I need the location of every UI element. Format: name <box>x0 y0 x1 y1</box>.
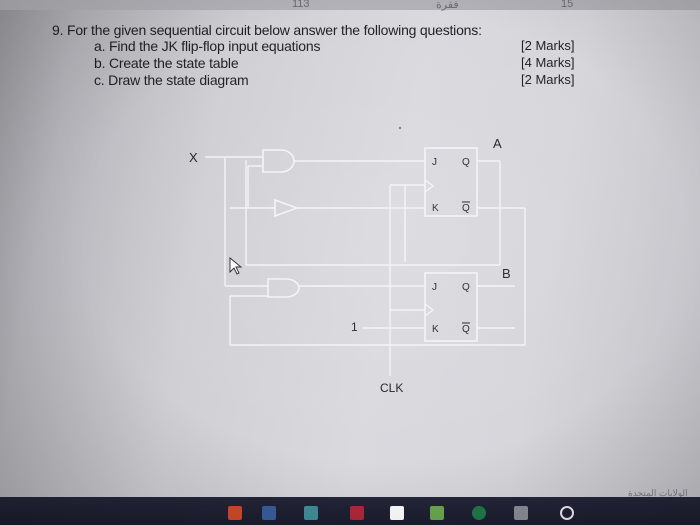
arabic-watermark: الولايات المتحدة <box>628 488 688 498</box>
ff-b-qbar-label: Q <box>462 324 470 335</box>
output-a-label: A <box>493 136 502 151</box>
ff-a-q-label: Q <box>462 157 470 168</box>
taskbar <box>0 497 700 525</box>
taskbar-app-icon-5[interactable] <box>390 506 404 520</box>
circuit-wires <box>205 156 526 376</box>
marks-b: [4 Marks] <box>521 55 575 70</box>
marks-a: [2 Marks] <box>521 38 575 53</box>
clock-label: CLK <box>380 381 403 395</box>
constant-one-label: 1 <box>351 320 358 334</box>
taskbar-app-icon-2[interactable] <box>262 506 276 520</box>
paper-speck <box>398 126 402 130</box>
taskbar-app-icon-6[interactable] <box>430 506 444 520</box>
marks-c: [2 Marks] <box>521 72 575 87</box>
logic-gates <box>262 149 300 298</box>
flip-flop-b: J K Q Q <box>424 272 478 342</box>
taskbar-app-icon-4[interactable] <box>350 506 364 520</box>
top-number-middle: فقرة <box>436 0 459 11</box>
question-title: 9. For the given sequential circuit belo… <box>52 22 482 38</box>
taskbar-app-icon-8[interactable] <box>514 506 528 520</box>
ff-a-j-label: J <box>432 157 437 168</box>
input-x-label: X <box>189 150 198 165</box>
and-gate-b <box>267 278 300 298</box>
taskbar-app-icon-1[interactable] <box>228 506 242 520</box>
top-number-right: 15 <box>561 0 574 10</box>
top-number-left: 113 <box>292 0 310 10</box>
ff-a-qbar-label: Q <box>462 203 470 214</box>
buffer-gate <box>274 198 300 218</box>
question-item-a: a. Find the JK flip-flop input equations <box>94 38 321 54</box>
flip-flop-a: J K Q Q <box>424 147 478 217</box>
ff-b-q-label: Q <box>462 282 470 293</box>
top-strip <box>0 0 700 10</box>
taskbar-app-icon-7[interactable] <box>472 506 486 520</box>
ff-b-j-label: J <box>432 282 437 293</box>
ff-b-k-label: K <box>432 324 439 335</box>
taskbar-app-icon-3[interactable] <box>304 506 318 520</box>
ff-a-k-label: K <box>432 203 439 214</box>
question-item-b: b. Create the state table <box>94 55 239 71</box>
mouse-cursor-icon <box>229 257 243 275</box>
and-gate-a <box>262 149 295 173</box>
question-item-c: c. Draw the state diagram <box>94 72 249 88</box>
output-b-label: B <box>502 266 511 281</box>
taskbar-search-circle-icon[interactable] <box>560 506 574 520</box>
